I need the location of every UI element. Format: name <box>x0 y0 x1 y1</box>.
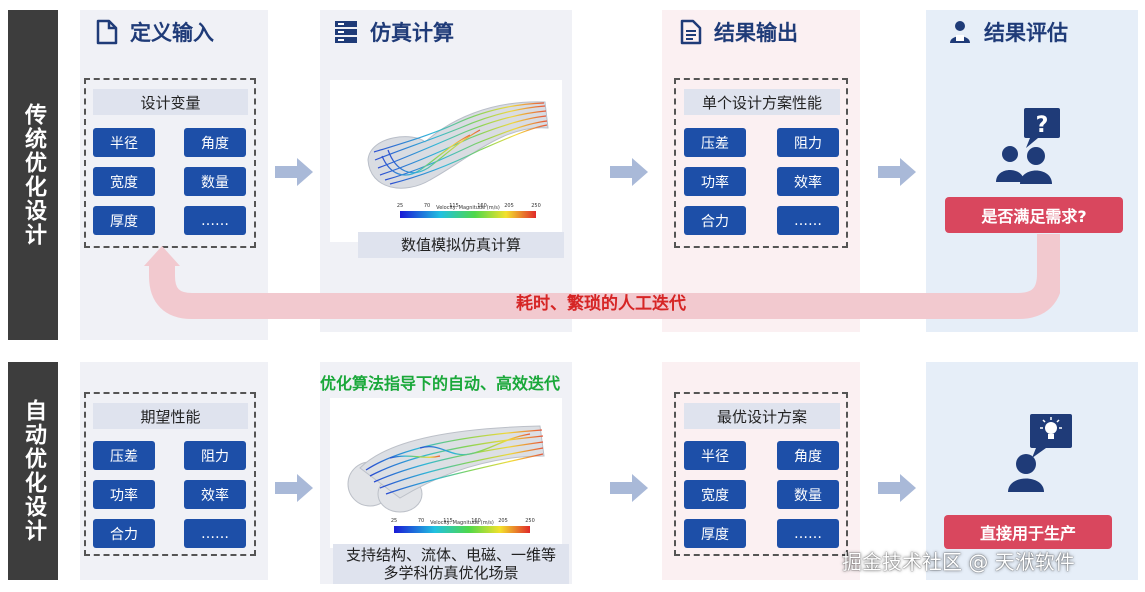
variable-chip: 半径 <box>93 128 155 157</box>
colorbar-tick: 160 <box>477 203 487 209</box>
watermark: 掘金技术社区 @ 天洑软件 <box>842 550 1075 574</box>
direct-production-badge: 直接用于生产 <box>944 515 1112 549</box>
iteration-loop-arrow <box>144 234 1060 319</box>
header-result-output: 结果输出 <box>680 12 798 52</box>
evaluator-icon <box>950 21 970 43</box>
colorbar-tick: 160 <box>471 518 481 524</box>
variable-chip: …… <box>184 206 246 235</box>
expected-chip: 功率 <box>93 480 155 509</box>
colorbar-gradient <box>394 526 530 533</box>
colorbar-tick: 250 <box>531 203 541 209</box>
multiphysics-caption-line2: 多学科仿真优化场景 <box>383 564 519 582</box>
flow-arrow-icon <box>878 158 916 186</box>
colorbar-tick: 70 <box>418 518 424 524</box>
report-icon <box>680 19 702 45</box>
expected-chip: 效率 <box>184 480 246 509</box>
document-icon <box>96 19 118 45</box>
variable-chip: 角度 <box>184 128 246 157</box>
simulation-image-auto: Velocity: Magnitude (m/s) 25 70 115 160 … <box>330 398 562 548</box>
expected-chip: …… <box>184 519 246 548</box>
requirement-question-badge: 是否满足需求? <box>945 197 1123 233</box>
flow-streamline-graphic: Velocity: Magnitude (m/s) 25 70 115 160 … <box>367 101 549 218</box>
row-label-traditional: 传统优化设计 <box>8 10 58 340</box>
header-result-eval: 结果评估 <box>948 12 1068 52</box>
optimal-design-title: 最优设计方案 <box>684 403 840 429</box>
performance-chip: 阻力 <box>777 128 839 157</box>
server-icon <box>335 21 357 43</box>
optimal-design-box <box>674 392 848 556</box>
question-people-icon: ? <box>996 108 1060 184</box>
colorbar-title: Velocity: Magnitude (m/s) <box>430 520 494 526</box>
colorbar-tick: 25 <box>397 203 403 209</box>
expected-performance-title: 期望性能 <box>93 403 248 429</box>
design-variables-box <box>84 78 256 248</box>
colorbar-tick: 25 <box>391 518 397 524</box>
header-simulation: 仿真计算 <box>334 12 454 52</box>
header-define-input-label: 定义输入 <box>130 21 214 45</box>
performance-title: 单个设计方案性能 <box>684 89 840 115</box>
performance-chip: 效率 <box>777 167 839 196</box>
manual-iteration-label: 耗时、繁琐的人工迭代 <box>516 294 686 314</box>
expected-chip: 合力 <box>93 519 155 548</box>
header-simulation-label: 仿真计算 <box>370 21 454 45</box>
simulation-image: Velocity: Magnitude (m/s) 25 70 115 160 … <box>330 80 562 242</box>
optimal-chip: 宽度 <box>684 480 746 509</box>
flow-arrow-icon <box>610 158 648 186</box>
simulation-caption: 数值模拟仿真计算 <box>358 232 564 258</box>
optimal-chip: 厚度 <box>684 519 746 548</box>
expected-chip: 阻力 <box>184 441 246 470</box>
header-define-input: 定义输入 <box>96 12 214 52</box>
auto-iteration-label: 优化算法指导下的自动、高效迭代 <box>320 374 561 393</box>
colorbar-tick: 70 <box>424 203 430 209</box>
performance-box <box>674 78 848 248</box>
flow-arrow-icon <box>878 474 916 502</box>
colorbar-tick: 115 <box>449 203 459 209</box>
expected-chip: 压差 <box>93 441 155 470</box>
flow-arrow-icon <box>610 474 648 502</box>
row-label-automatic: 自动优化设计 <box>8 362 58 580</box>
performance-chip: 功率 <box>684 167 746 196</box>
colorbar-tick: 205 <box>498 518 508 524</box>
colorbar-tick: 205 <box>504 203 514 209</box>
variable-chip: 数量 <box>184 167 246 196</box>
variable-chip: 宽度 <box>93 167 155 196</box>
performance-chip: 压差 <box>684 128 746 157</box>
optimal-chip: 角度 <box>777 441 839 470</box>
expected-performance-box <box>84 392 256 556</box>
variable-chip: 厚度 <box>93 206 155 235</box>
flow-arrow-icon <box>275 158 313 186</box>
optimal-chip: …… <box>777 519 839 548</box>
idea-person-icon <box>1008 414 1072 492</box>
header-result-output-label: 结果输出 <box>714 21 798 45</box>
design-variables-title: 设计变量 <box>93 89 248 115</box>
optimal-chip: 半径 <box>684 441 746 470</box>
multiphysics-caption: 支持结构、流体、电磁、一维等 多学科仿真优化场景 <box>333 544 569 584</box>
performance-chip: …… <box>777 206 839 235</box>
colorbar-gradient <box>400 211 536 218</box>
multiphysics-caption-line1: 支持结构、流体、电磁、一维等 <box>345 546 556 564</box>
colorbar-tick: 115 <box>443 518 453 524</box>
header-result-eval-label: 结果评估 <box>984 21 1068 45</box>
svg-text:?: ? <box>1036 113 1049 138</box>
colorbar-tick: 250 <box>525 518 535 524</box>
performance-chip: 合力 <box>684 206 746 235</box>
colorbar-title: Velocity: Magnitude (m/s) <box>436 205 500 211</box>
optimal-chip: 数量 <box>777 480 839 509</box>
flow-arrow-icon <box>275 474 313 502</box>
flow-streamline-graphic: Velocity: Magnitude (m/s) 25 70 115 160 … <box>347 425 545 533</box>
